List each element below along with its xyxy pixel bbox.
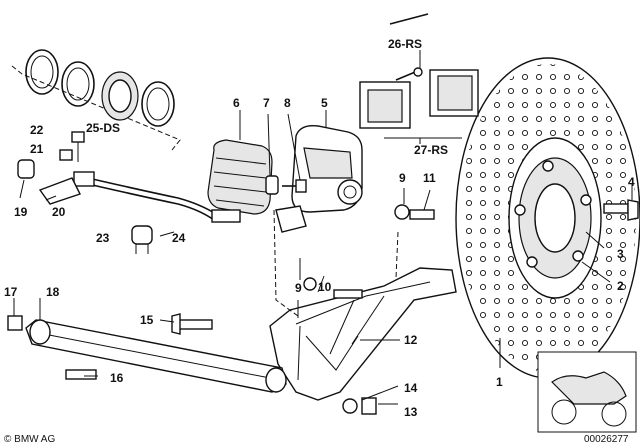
pad-pin — [389, 13, 429, 81]
callout-9a: 9 — [399, 171, 406, 185]
callout-9b: 9 — [295, 281, 302, 295]
callout-15: 15 — [140, 313, 154, 327]
callout-27-rs: 27-RS — [414, 143, 448, 157]
callout-5: 5 — [321, 96, 328, 110]
fasteners — [7, 204, 435, 415]
callout-8: 8 — [284, 96, 291, 110]
torque-arm — [25, 319, 287, 393]
callout-19: 19 — [14, 205, 28, 219]
callout-10: 10 — [318, 280, 332, 294]
brake-disc — [455, 57, 640, 379]
callout-12: 12 — [404, 333, 418, 347]
hose-clamp — [131, 225, 153, 254]
disc-bolt — [603, 199, 639, 221]
callout-25-ds: 25-DS — [86, 121, 120, 135]
callout-22: 22 — [30, 123, 44, 137]
brake-caliper — [275, 125, 363, 233]
callout-2: 2 — [617, 279, 624, 293]
callout-26-rs: 26-RS — [388, 37, 422, 51]
copyright-text: © BMW AG — [4, 434, 55, 445]
callout-6: 6 — [233, 96, 240, 110]
motorcycle-thumbnail — [537, 351, 637, 433]
callout-1: 1 — [496, 375, 503, 389]
callout-20: 20 — [52, 205, 66, 219]
callout-11: 11 — [423, 171, 436, 185]
callout-16: 16 — [110, 371, 124, 385]
callout-7: 7 — [263, 96, 270, 110]
callout-24: 24 — [172, 231, 186, 245]
callout-18: 18 — [46, 285, 60, 299]
caliper-half — [207, 139, 273, 215]
callout-14: 14 — [404, 381, 418, 395]
callout-3: 3 — [617, 247, 624, 261]
callout-23: 23 — [96, 231, 110, 245]
callout-4: 4 — [628, 175, 635, 189]
brake-pads — [359, 69, 479, 139]
brake-hose — [73, 171, 241, 223]
callout-13: 13 — [404, 405, 418, 419]
callout-21: 21 — [30, 142, 44, 156]
bleed-screw — [265, 113, 307, 195]
seal-rings — [11, 49, 181, 151]
hose-bracket — [17, 131, 85, 205]
diagram-number: 00026277 — [584, 434, 629, 445]
caliper-carrier — [269, 209, 457, 401]
callout-17: 17 — [4, 285, 18, 299]
leader-lines — [13, 50, 633, 405]
